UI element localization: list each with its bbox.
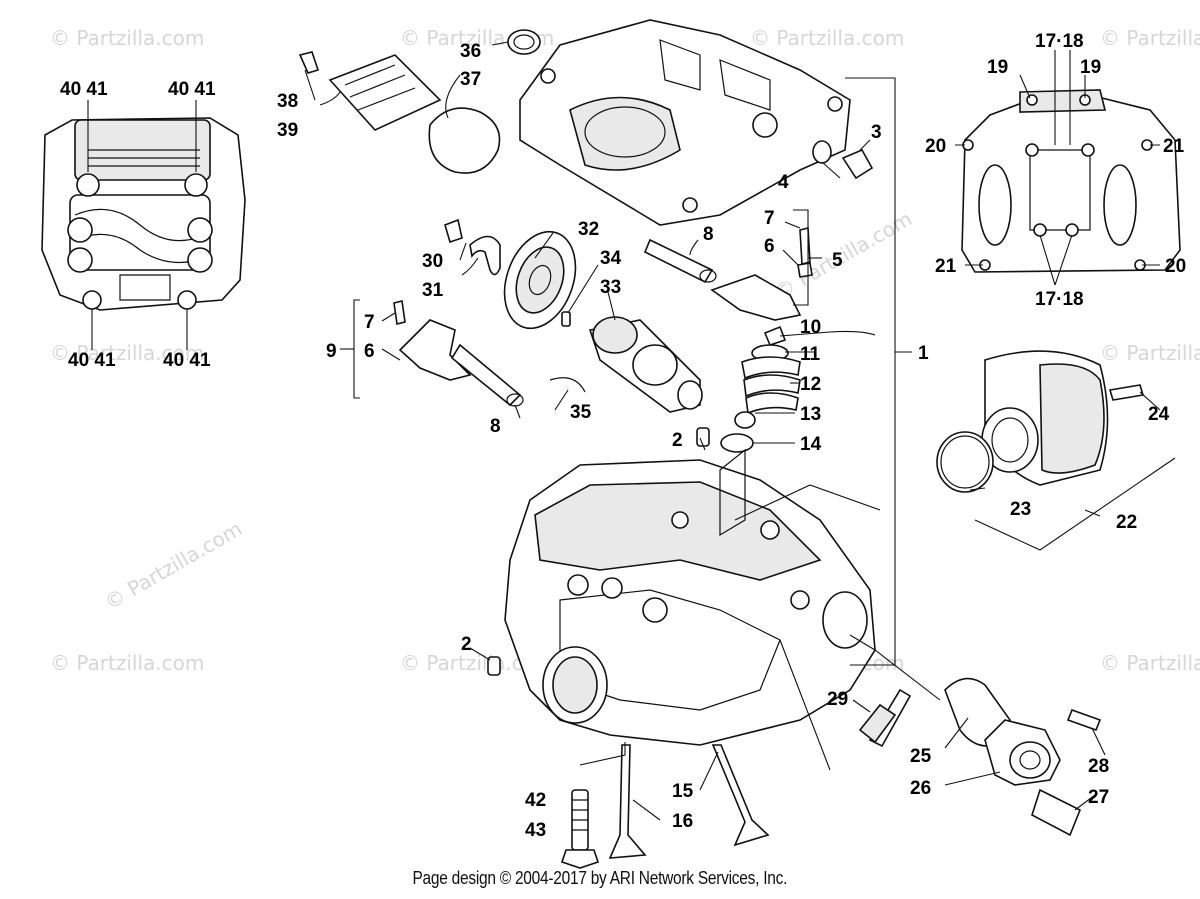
callout-14: 14 [800,434,822,455]
bolt-30 [444,218,463,244]
valve-cover [519,19,851,226]
callout-34: 34 [600,248,622,269]
callout-3: 3 [871,122,882,143]
callout-42: 42 [525,790,546,811]
watermark-text: © Partzilla.com [1100,341,1200,365]
callout-2: 2 [461,634,472,655]
plate-31 [469,235,501,276]
callout-29: 29 [827,689,848,710]
callout-35: 35 [570,402,592,423]
callout-5: 5 [832,250,843,271]
callout-20: 20 [1165,256,1186,277]
cylinder-head-main [504,448,876,746]
callout-4: 4 [778,172,789,193]
callout-40-41: 40 41 [168,79,216,100]
valve-spring-stack [720,325,801,453]
bolt-28 [1066,708,1102,732]
leader-lines [304,41,1176,821]
callout-6: 6 [764,236,775,257]
callout-22: 22 [1116,512,1137,533]
cylinder-head-top-view [41,117,246,311]
nut-43 [560,849,600,869]
copyright-text: Page design © 2004-2017 by ARI Network S… [412,868,788,888]
callout-31: 31 [422,280,444,301]
callout-37: 37 [460,69,481,90]
dowel-2b [487,656,501,676]
watermark-text: © Partzilla.com [1100,26,1200,50]
plug-3 [841,148,874,180]
callout-38: 38 [277,91,298,112]
callout-26: 26 [910,778,931,799]
watermark-text: © Partzilla.com [50,341,204,365]
watermark-text: © Partzilla.com [750,26,904,50]
callout-10: 10 [800,317,821,338]
valves [608,744,770,859]
callout-24: 24 [1148,404,1170,425]
thermostat-housing [984,719,1061,786]
callout-labels: 1 2 2 3 4 5 6 6 7 7 8 8 9 10 11 12 13 14… [60,31,1186,841]
watermark-text: © Partzilla.com [50,26,204,50]
callout-7: 7 [364,312,375,333]
dowel-2 [696,427,710,447]
rocker-arm-left [393,300,524,407]
callout-2: 2 [672,430,683,451]
callout-19: 19 [987,57,1008,78]
camshaft [588,316,703,413]
callout-8: 8 [490,416,501,437]
watermark-text: © Partzilla.com [50,651,204,675]
callout-8: 8 [703,224,714,245]
callout-27: 27 [1088,787,1109,808]
callout-19: 19 [1080,57,1101,78]
callout-33: 33 [600,277,621,298]
o-ring-23 [936,431,994,493]
callout-39: 39 [277,120,298,141]
callout-17-18: 17·18 [1035,31,1084,52]
o-ring-37 [428,107,501,174]
callout-15: 15 [672,781,694,802]
callout-16: 16 [672,811,693,832]
callout-21: 21 [935,256,957,277]
intake-boot [981,350,1109,486]
callout-1: 1 [918,343,929,364]
callout-9: 9 [326,341,337,362]
callout-7: 7 [764,208,775,229]
callout-13: 13 [800,404,821,425]
callout-43: 43 [525,820,546,841]
callout-28: 28 [1088,756,1109,777]
callout-40-41: 40 41 [68,350,116,371]
spark-plug [858,688,912,748]
breather-cover-plate [328,54,442,131]
watermark-text: © Partzilla.com [771,206,917,304]
callout-6: 6 [364,341,375,362]
callout-11: 11 [800,344,821,365]
callout-12: 12 [800,374,821,395]
callout-25: 25 [910,746,932,767]
valve-cover-underside [961,89,1181,273]
callout-40-41: 40 41 [60,79,108,100]
watermark-text: © Partzilla.com [1100,651,1200,675]
washer-4 [812,140,832,164]
bolt-24 [1108,384,1145,401]
clip-35 [549,377,586,393]
bolt-38 [298,51,320,74]
callout-21: 21 [1163,136,1185,157]
cam-sprocket [503,230,577,330]
callout-23: 23 [1010,499,1031,520]
callout-40-41: 40 41 [163,350,211,371]
callout-17-18: 17·18 [1035,289,1084,310]
sensor-27 [1031,788,1082,837]
rocker-arm-right [643,226,813,321]
page-footer: Page design © 2004-2017 by ARI Network S… [0,868,1200,889]
callout-30: 30 [422,251,443,272]
watermark-text: © Partzilla.com [101,516,247,614]
gasket-36 [507,29,541,55]
callout-20: 20 [925,136,946,157]
callout-36: 36 [460,41,481,62]
callout-32: 32 [578,219,599,240]
pin-34 [561,311,571,327]
